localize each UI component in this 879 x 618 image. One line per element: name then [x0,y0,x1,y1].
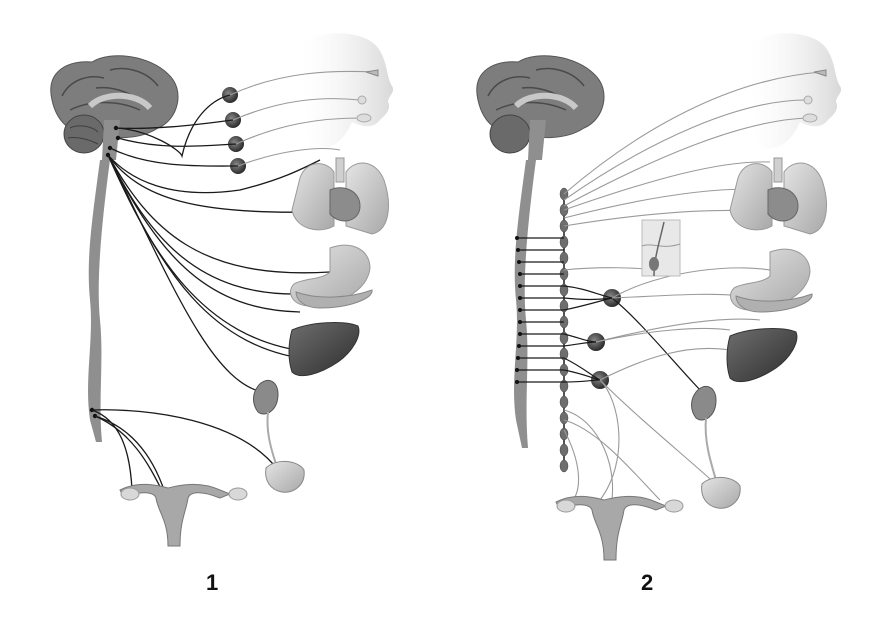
ureter [266,411,277,465]
liver [288,322,360,377]
panel-2-label: 2 [641,570,654,595]
panel-2-sympathetic [476,33,842,561]
spinal-cord [514,160,536,448]
postganglionic-fibres [229,70,375,167]
splanchnic-fibres [563,285,705,395]
spinal-nerve-origins [515,236,522,384]
stomach-pancreas [290,244,373,309]
head-silhouette [300,33,394,149]
salivary-gland [356,113,372,123]
head-silhouette [748,33,842,149]
panel-1-parasympathetic [50,33,394,547]
lacrimal-gland [357,95,367,105]
uterus [119,483,248,547]
lungs-heart [291,157,389,235]
panel-1-label: 1 [206,570,219,595]
preganglionic-fibres [91,94,331,516]
corpus-callosum [87,92,153,111]
eye [365,69,379,77]
cerebellum-folds [67,125,99,145]
spinal-cord [88,160,110,442]
cerebellum [63,114,105,154]
bladder [265,461,305,493]
kidney [253,379,279,415]
brainstem [528,120,546,160]
bladder [701,477,741,509]
cerebellum [489,114,531,154]
stomach-pancreas [730,248,813,313]
skin-hair-follicle [641,219,681,277]
salivary-gland [802,113,818,123]
sympathetic-chain [559,187,569,473]
brain-gyri [61,67,159,111]
lungs-heart [729,157,827,235]
ureter [704,417,717,481]
uterus [555,495,684,561]
brain-gyri [487,67,585,111]
corpus-callosum [513,92,579,111]
thoracolumbar-outflow [517,237,564,383]
lacrimal-gland [803,95,813,105]
liver [726,328,798,383]
kidney [691,385,717,421]
eye [813,69,827,77]
